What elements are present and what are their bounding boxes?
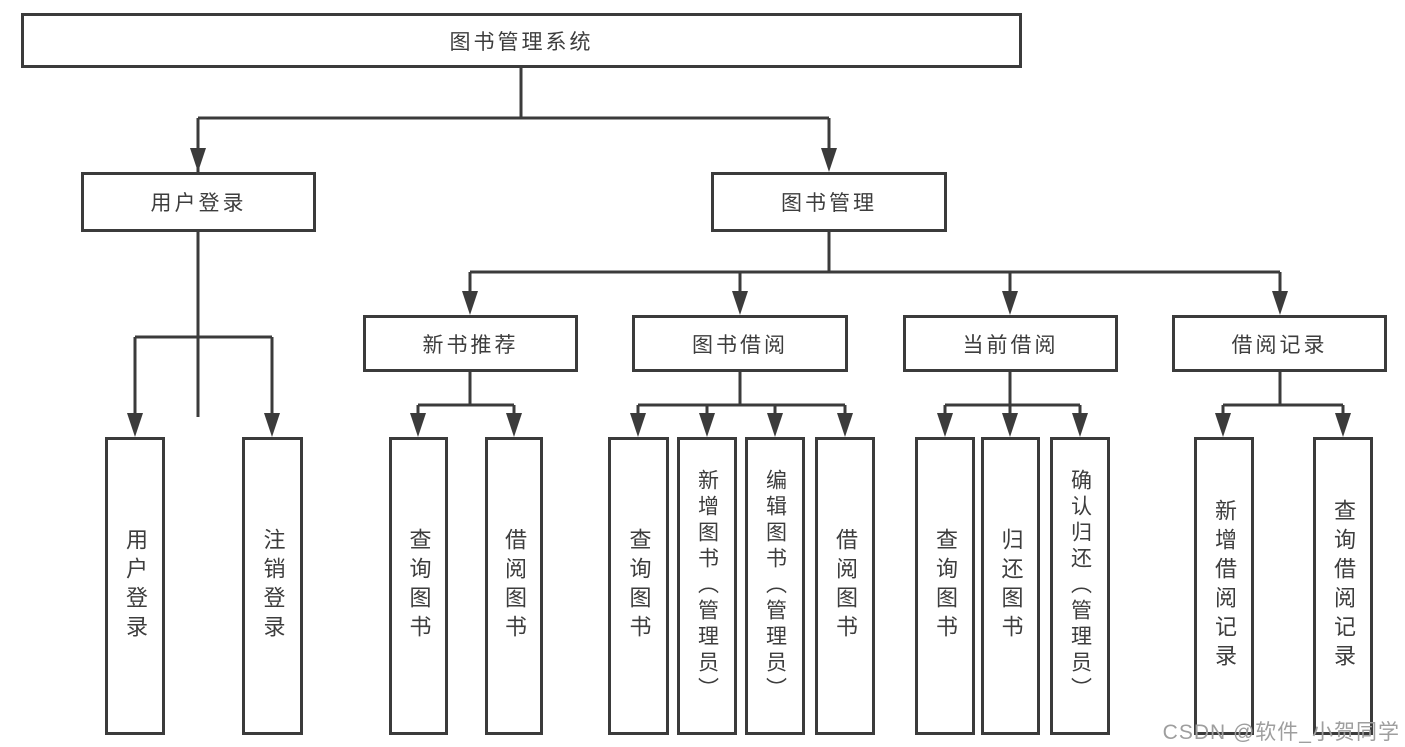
leaf-return-books: 归还图书 — [981, 437, 1040, 735]
arrowhead-a2 — [506, 413, 522, 437]
node-current-borrowing: 当前借阅 — [903, 315, 1118, 372]
leaf-add-books-admin: 新增图书（管理员） — [677, 437, 737, 735]
leaf-query-books: 查询图书 — [389, 437, 448, 735]
leaf-add-borrow-record: 新增借阅记录 — [1194, 437, 1254, 735]
arrowhead-b4 — [837, 413, 853, 437]
node-book-management: 图书管理 — [711, 172, 947, 232]
node-label: 图书借阅 — [692, 333, 788, 357]
node-user-login: 用户登录 — [81, 172, 316, 232]
node-label: 编辑图书（管理员） — [763, 469, 787, 703]
node-label: 当前借阅 — [962, 333, 1059, 357]
arrowhead-leaf-logout — [264, 413, 280, 437]
arrowhead-book-borrow — [732, 291, 748, 315]
node-label: 新增借阅记录 — [1212, 499, 1237, 673]
arrowhead-c2 — [1002, 413, 1018, 437]
node-label: 确认归还（管理员） — [1068, 469, 1092, 703]
node-label: 注销登录 — [260, 528, 286, 644]
leaf-logout: 注销登录 — [242, 437, 303, 735]
node-label: 查询图书 — [626, 528, 652, 644]
arrowhead-borrow-records — [1272, 291, 1288, 315]
arrowhead-b1 — [630, 413, 646, 437]
node-label: 用户登录 — [150, 192, 247, 215]
arrowhead-d1 — [1215, 413, 1231, 437]
node-label: 查询图书 — [933, 528, 958, 644]
leaf-borrow-books: 借阅图书 — [815, 437, 875, 735]
node-borrowing-records: 借阅记录 — [1172, 315, 1387, 372]
arrowhead-a1 — [410, 413, 426, 437]
node-book-borrowing: 图书借阅 — [632, 315, 848, 372]
node-label: 借阅图书 — [833, 528, 858, 644]
arrowhead-leaf-user-login — [127, 413, 143, 437]
arrowhead-c3 — [1072, 413, 1088, 437]
arrowhead-current-borrow — [1002, 291, 1018, 315]
leaf-query-books: 查询图书 — [608, 437, 669, 735]
node-label: 归还图书 — [998, 528, 1024, 644]
node-new-book-recommendation: 新书推荐 — [363, 315, 578, 372]
leaf-user-login: 用户登录 — [105, 437, 165, 735]
node-label: 新书推荐 — [422, 333, 519, 357]
connector-borrow-records-group — [1221, 372, 1345, 417]
connector-book-borrow-group — [636, 372, 847, 417]
leaf-query-borrow-record: 查询借阅记录 — [1313, 437, 1373, 735]
arrowhead-b3 — [767, 413, 783, 437]
node-label: 借阅记录 — [1231, 333, 1328, 357]
leaf-borrow-books: 借阅图书 — [485, 437, 543, 735]
leaf-edit-books-admin: 编辑图书（管理员） — [745, 437, 805, 735]
arrowhead-user-login — [190, 148, 206, 172]
node-label: 图书管理 — [781, 192, 877, 215]
arrowhead-book-mgmt — [821, 148, 837, 172]
leaf-confirm-return-admin: 确认归还（管理员） — [1050, 437, 1110, 735]
csdn-watermark: CSDN @软件_小贺同学 — [1162, 721, 1400, 744]
connector-user-login-group — [133, 232, 274, 417]
node-label: 查询图书 — [406, 528, 432, 644]
connector-book-mgmt-group — [468, 232, 1282, 295]
connector-new-book-group — [416, 372, 516, 417]
arrowhead-b2 — [699, 413, 715, 437]
arrowhead-d2 — [1335, 413, 1351, 437]
node-label: 用户登录 — [123, 528, 148, 644]
node-book-management-system: 图书管理系统 — [21, 13, 1022, 68]
node-label: 查询借阅记录 — [1331, 499, 1356, 673]
node-label: 图书管理系统 — [449, 30, 594, 54]
arrowhead-new-book — [462, 291, 478, 315]
node-label: 借阅图书 — [502, 528, 527, 644]
arrowhead-c1 — [937, 413, 953, 437]
leaf-query-books: 查询图书 — [915, 437, 975, 735]
connector-current-borrow-group — [943, 372, 1082, 417]
node-label: 新增图书（管理员） — [695, 469, 719, 703]
